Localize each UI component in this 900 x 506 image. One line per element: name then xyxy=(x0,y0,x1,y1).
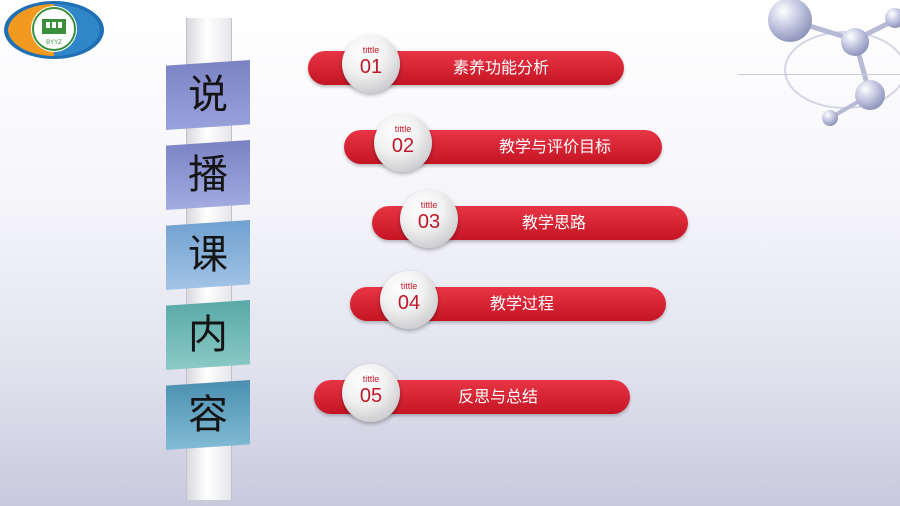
ball-tag: tittle xyxy=(362,45,380,55)
agenda-number-ball: tittle 04 xyxy=(380,271,438,329)
agenda-number-ball: tittle 03 xyxy=(400,190,458,248)
title-column: 说 播 课 内 容 xyxy=(166,18,250,500)
header-divider-line xyxy=(738,74,900,75)
agenda-item-3[interactable]: 教学思路 tittle 03 xyxy=(372,190,688,250)
agenda-number-ball: tittle 01 xyxy=(342,35,400,93)
molecule-decoration xyxy=(768,0,900,126)
ball-number: 05 xyxy=(359,385,383,407)
ball-number: 04 xyxy=(397,292,421,314)
agenda-label: 反思与总结 xyxy=(458,387,539,406)
agenda-item-4[interactable]: 教学过程 tittle 04 xyxy=(350,271,666,331)
ball-tag: tittle xyxy=(394,124,412,134)
column-block-2: 播 xyxy=(166,140,250,210)
column-block-3: 课 xyxy=(166,220,250,290)
agenda-label: 教学与评价目标 xyxy=(499,137,612,156)
agenda-label: 教学过程 xyxy=(490,294,555,313)
agenda-number-ball: tittle 05 xyxy=(342,364,400,422)
ball-tag: tittle xyxy=(362,374,380,384)
school-logo: BYYZ xyxy=(4,1,104,59)
ball-tag: tittle xyxy=(420,200,438,210)
svg-text:BYYZ: BYYZ xyxy=(46,40,62,46)
agenda-item-5[interactable]: 反思与总结 tittle 05 xyxy=(314,364,630,424)
column-block-4: 内 xyxy=(166,300,250,370)
column-char: 课 xyxy=(188,232,228,278)
agenda-item-2[interactable]: 教学与评价目标 tittle 02 xyxy=(344,114,662,174)
column-block-5: 容 xyxy=(166,380,250,450)
ball-number: 02 xyxy=(391,135,415,157)
column-char: 内 xyxy=(188,312,228,358)
agenda-number-ball: tittle 02 xyxy=(374,114,432,172)
ball-number: 03 xyxy=(417,211,441,233)
ball-tag: tittle xyxy=(400,281,418,291)
agenda-label: 教学思路 xyxy=(522,213,587,232)
column-block-1: 说 xyxy=(166,60,250,130)
agenda-label: 素养功能分析 xyxy=(453,58,550,77)
column-char: 播 xyxy=(188,152,228,198)
column-char: 说 xyxy=(188,72,228,118)
agenda-item-1[interactable]: 素养功能分析 tittle 01 xyxy=(308,35,624,95)
ball-number: 01 xyxy=(359,56,383,78)
column-char: 容 xyxy=(188,392,228,438)
